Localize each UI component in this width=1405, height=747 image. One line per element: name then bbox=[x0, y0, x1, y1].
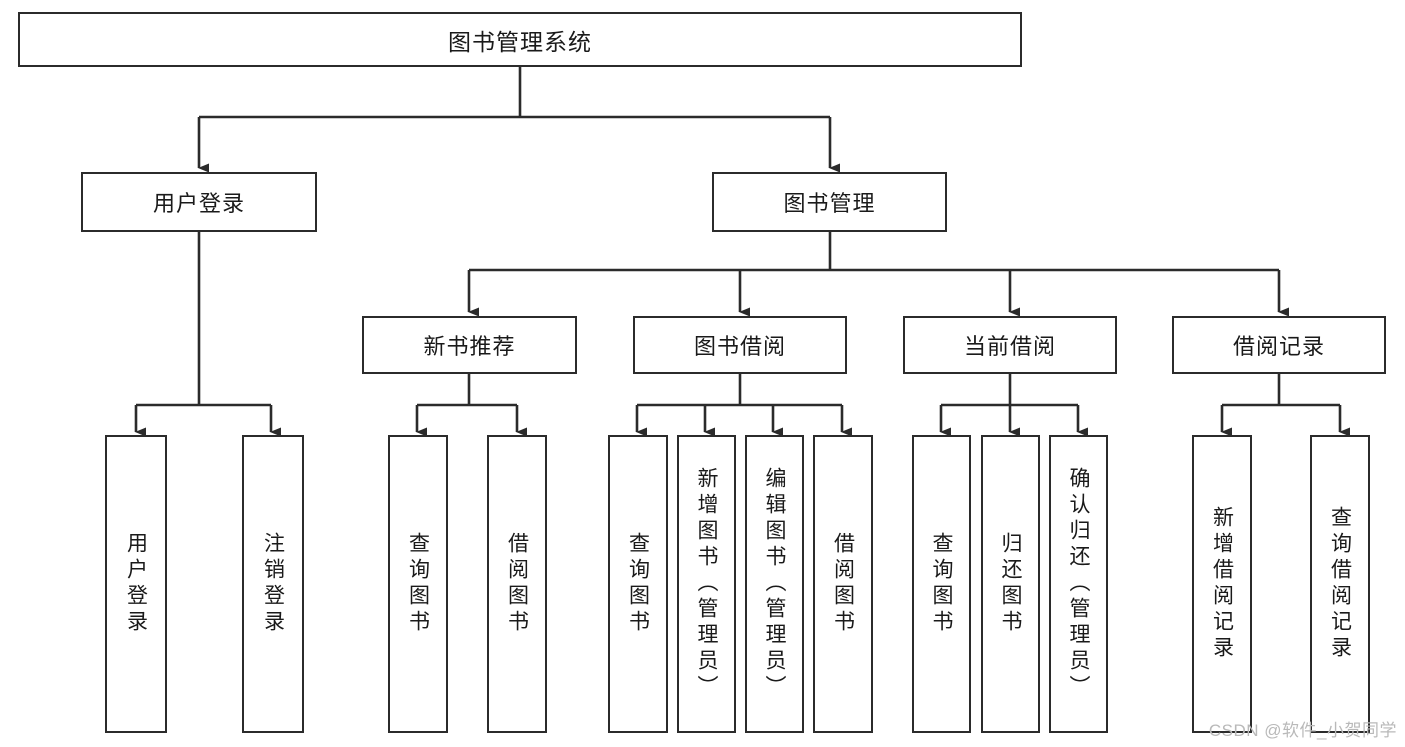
leaf-borrow-record-query[interactable]: 查询借阅记录 bbox=[1310, 435, 1370, 733]
leaf-user-login-signout[interactable]: 注销登录 bbox=[242, 435, 304, 733]
leaf-user-login-signin-label: 用户登录 bbox=[124, 532, 148, 636]
leaf-current-borrow-query[interactable]: 查询图书 bbox=[912, 435, 971, 733]
leaf-current-borrow-confirm[interactable]: 确认归还（管理员） bbox=[1049, 435, 1108, 733]
node-borrow-record-label: 借阅记录 bbox=[1232, 334, 1325, 359]
leaf-new-book-query[interactable]: 查询图书 bbox=[388, 435, 448, 733]
node-book-management[interactable]: 图书管理 bbox=[712, 172, 947, 232]
leaf-borrow-record-add-label: 新增借阅记录 bbox=[1210, 506, 1234, 662]
node-borrow-record[interactable]: 借阅记录 bbox=[1172, 316, 1386, 374]
leaf-book-borrow-query[interactable]: 查询图书 bbox=[608, 435, 668, 733]
leaf-current-borrow-confirm-label: 确认归还（管理员） bbox=[1067, 467, 1090, 701]
leaf-book-borrow-edit-label: 编辑图书（管理员） bbox=[763, 467, 786, 701]
node-root[interactable]: 图书管理系统 bbox=[18, 12, 1022, 67]
leaf-book-borrow-borrow-label: 借阅图书 bbox=[831, 532, 855, 636]
node-book-management-label: 图书管理 bbox=[783, 191, 876, 216]
leaf-book-borrow-query-label: 查询图书 bbox=[626, 532, 650, 636]
node-user-login-label: 用户登录 bbox=[152, 191, 245, 216]
node-book-borrow-label: 图书借阅 bbox=[693, 334, 786, 359]
node-current-borrow[interactable]: 当前借阅 bbox=[903, 316, 1117, 374]
leaf-current-borrow-query-label: 查询图书 bbox=[930, 532, 953, 636]
node-new-book-recommend-label: 新书推荐 bbox=[423, 334, 516, 359]
leaf-new-book-borrow-label: 借阅图书 bbox=[505, 532, 529, 636]
node-book-borrow[interactable]: 图书借阅 bbox=[633, 316, 847, 374]
node-new-book-recommend[interactable]: 新书推荐 bbox=[362, 316, 577, 374]
leaf-borrow-record-query-label: 查询借阅记录 bbox=[1328, 506, 1352, 662]
leaf-current-borrow-return[interactable]: 归还图书 bbox=[981, 435, 1040, 733]
node-current-borrow-label: 当前借阅 bbox=[963, 334, 1056, 359]
leaf-current-borrow-return-label: 归还图书 bbox=[999, 532, 1022, 636]
leaf-book-borrow-borrow[interactable]: 借阅图书 bbox=[813, 435, 873, 733]
node-user-login[interactable]: 用户登录 bbox=[81, 172, 317, 232]
leaf-new-book-query-label: 查询图书 bbox=[406, 532, 430, 636]
leaf-borrow-record-add[interactable]: 新增借阅记录 bbox=[1192, 435, 1252, 733]
node-root-label: 图书管理系统 bbox=[448, 28, 592, 55]
leaf-user-login-signin[interactable]: 用户登录 bbox=[105, 435, 167, 733]
leaf-new-book-borrow[interactable]: 借阅图书 bbox=[487, 435, 547, 733]
leaf-book-borrow-edit[interactable]: 编辑图书（管理员） bbox=[745, 435, 804, 733]
leaf-book-borrow-add-label: 新增图书（管理员） bbox=[695, 467, 718, 701]
watermark: CSDN @软件_小贺同学 bbox=[1208, 721, 1397, 740]
leaf-book-borrow-add[interactable]: 新增图书（管理员） bbox=[677, 435, 736, 733]
leaf-user-login-signout-label: 注销登录 bbox=[261, 532, 285, 636]
